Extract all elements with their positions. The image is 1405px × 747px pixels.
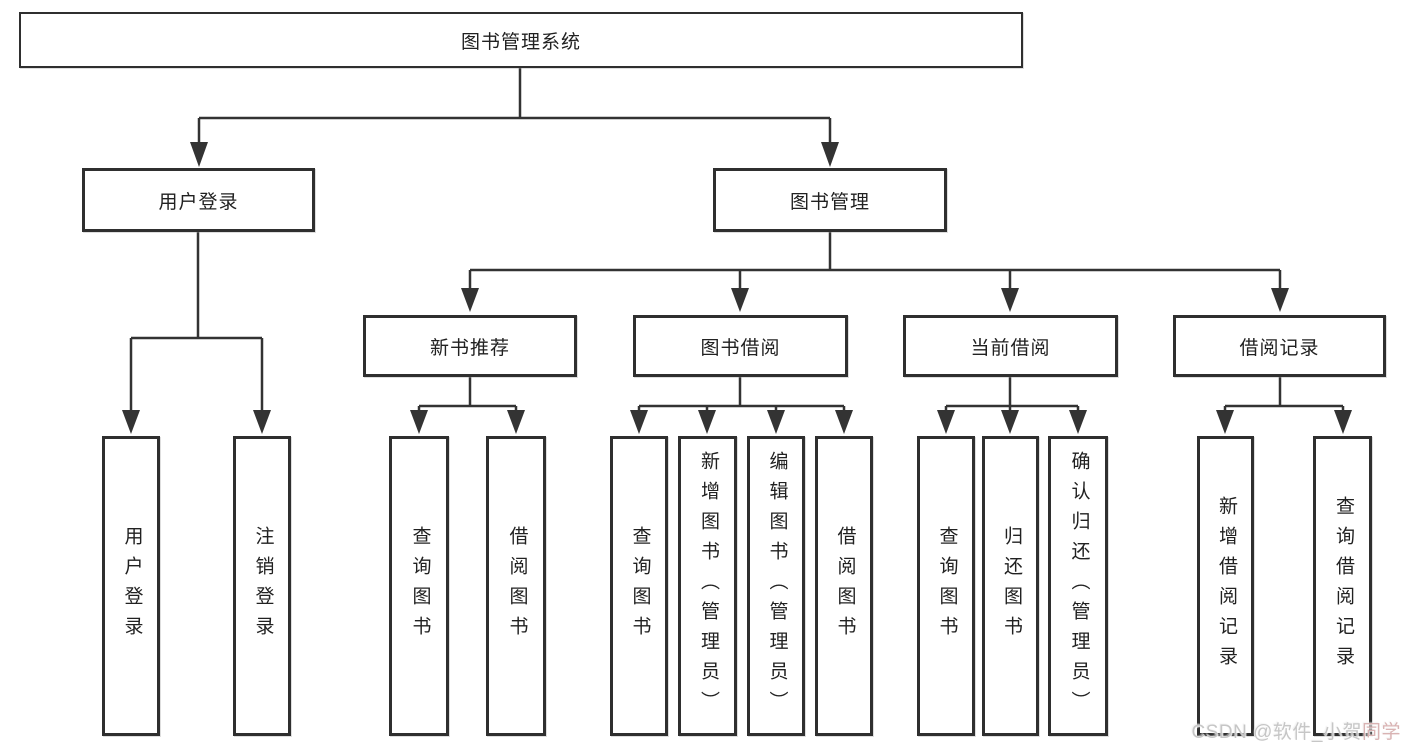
node-book-borrow-label: 图书借阅 <box>700 337 781 359</box>
leaf-borrow-query-books-label: 查询图书 <box>629 526 651 646</box>
node-current-borrow: 当前借阅 <box>903 315 1118 377</box>
leaf-current-confirm-return-admin-label: 确认归还（管理员） <box>1068 451 1090 721</box>
node-root-label: 图书管理系统 <box>460 31 581 53</box>
arrowheads <box>122 142 1352 434</box>
arrow-down-icon <box>122 410 140 434</box>
node-user-login: 用户登录 <box>82 168 315 232</box>
leaf-record-add-label: 新增借阅记录 <box>1215 496 1237 676</box>
arrow-down-icon <box>731 288 749 312</box>
node-current-borrow-label: 当前借阅 <box>970 337 1051 359</box>
leaf-recommend-query-books-label: 查询图书 <box>409 526 431 646</box>
arrow-down-icon <box>1001 288 1019 312</box>
arrow-down-icon <box>698 410 716 434</box>
leaf-borrow-borrow-books-label: 借阅图书 <box>834 526 856 646</box>
csdn-watermark-suffix: 同学 <box>1361 722 1401 743</box>
arrow-down-icon <box>1001 410 1019 434</box>
node-new-book-recommend: 新书推荐 <box>363 315 577 377</box>
arrow-down-icon <box>1216 410 1234 434</box>
leaf-current-return-books: 归还图书 <box>982 436 1039 736</box>
leaf-record-add: 新增借阅记录 <box>1197 436 1254 736</box>
csdn-watermark-text: CSDN @软件_小贺 <box>1191 722 1362 743</box>
leaf-recommend-borrow-books: 借阅图书 <box>486 436 546 736</box>
node-borrow-record: 借阅记录 <box>1173 315 1386 377</box>
arrow-down-icon <box>507 410 525 434</box>
leaf-current-query-books: 查询图书 <box>917 436 975 736</box>
leaf-borrow-borrow-books: 借阅图书 <box>815 436 873 736</box>
leaf-record-query-label: 查询借阅记录 <box>1332 496 1354 676</box>
node-book-management: 图书管理 <box>713 168 947 232</box>
arrow-down-icon <box>821 142 839 167</box>
node-root: 图书管理系统 <box>19 12 1023 68</box>
leaf-recommend-query-books: 查询图书 <box>389 436 449 736</box>
arrow-down-icon <box>767 410 785 434</box>
node-book-borrow: 图书借阅 <box>633 315 848 377</box>
arrow-down-icon <box>253 410 271 434</box>
arrow-down-icon <box>1271 288 1289 312</box>
leaf-current-query-books-label: 查询图书 <box>936 526 958 646</box>
arrow-down-icon <box>937 410 955 434</box>
arrow-down-icon <box>410 410 428 434</box>
leaf-borrow-add-books-admin: 新增图书（管理员） <box>678 436 737 736</box>
node-borrow-record-label: 借阅记录 <box>1239 337 1320 359</box>
arrow-down-icon <box>1334 410 1352 434</box>
leaf-user-login-label: 用户登录 <box>121 526 143 646</box>
leaf-recommend-borrow-books-label: 借阅图书 <box>506 526 528 646</box>
node-new-book-recommend-label: 新书推荐 <box>429 337 510 359</box>
csdn-watermark: CSDN @软件_小贺同学 <box>1192 717 1402 744</box>
leaf-borrow-edit-books-admin-label: 编辑图书（管理员） <box>766 451 788 721</box>
leaf-borrow-query-books: 查询图书 <box>610 436 668 736</box>
arrow-down-icon <box>630 410 648 434</box>
node-user-login-label: 用户登录 <box>158 191 239 213</box>
leaf-record-query: 查询借阅记录 <box>1313 436 1372 736</box>
arrow-down-icon <box>190 142 208 167</box>
leaf-logout-label: 注销登录 <box>252 526 274 646</box>
arrow-down-icon <box>461 288 479 312</box>
node-book-management-label: 图书管理 <box>789 191 870 213</box>
arrow-down-icon <box>1069 410 1087 434</box>
leaf-logout: 注销登录 <box>233 436 291 736</box>
leaf-user-login: 用户登录 <box>102 436 160 736</box>
leaf-borrow-edit-books-admin: 编辑图书（管理员） <box>747 436 805 736</box>
leaf-current-return-books-label: 归还图书 <box>1000 526 1022 646</box>
leaf-current-confirm-return-admin: 确认归还（管理员） <box>1048 436 1108 736</box>
leaf-borrow-add-books-admin-label: 新增图书（管理员） <box>697 451 719 721</box>
arrow-down-icon <box>835 410 853 434</box>
